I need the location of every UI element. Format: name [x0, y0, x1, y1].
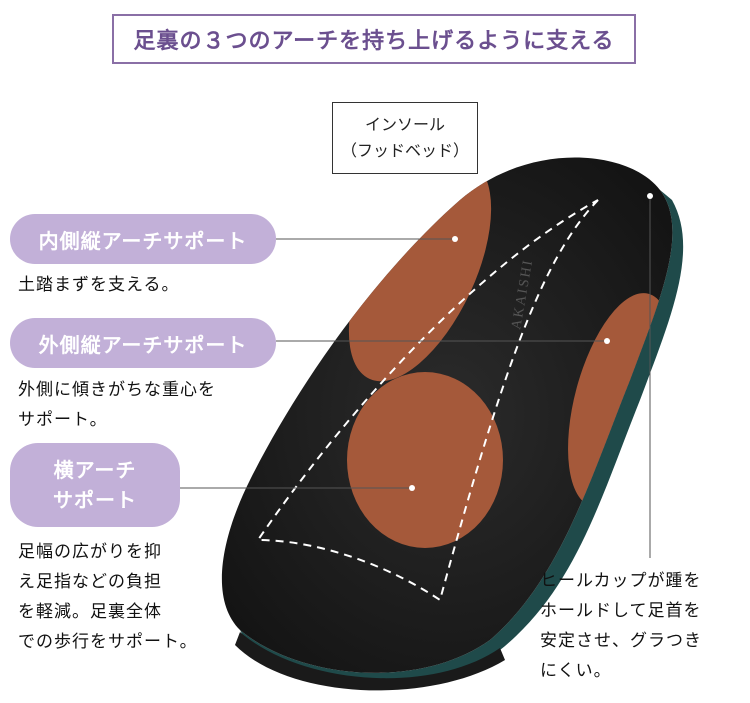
medial-arch-pad	[348, 158, 492, 382]
insole-label-line1: インソール	[364, 115, 445, 134]
sole-bottom	[235, 632, 505, 691]
heel-desc-line2: ホールドして足首を	[540, 601, 702, 621]
transverse-arch-desc: 足幅の広がりを抑 え足指などの負担 を軽減。足裏全体 での歩行をサポート。	[18, 537, 198, 657]
insole-label: インソール （フッドベッド）	[332, 102, 478, 174]
transverse-label-line2: サポート	[53, 488, 137, 512]
lateral-desc-line1: 外側に傾きがちな重心を	[18, 380, 216, 400]
transverse-label-line1: 横アーチ	[53, 458, 137, 482]
heel-desc-line4: にくい。	[540, 661, 612, 681]
transverse-desc-line4: での歩行をサポート。	[18, 632, 198, 652]
sole-edge	[240, 190, 684, 683]
lateral-desc-line2: サポート。	[18, 410, 108, 430]
insole-label-line2: （フッドベッド）	[340, 141, 469, 160]
heel-desc-line1: ヒールカップが踵を	[540, 571, 702, 591]
transverse-desc-line3: を軽減。足裏全体	[18, 602, 162, 622]
heel-cup-desc: ヒールカップが踵を ホールドして足首を 安定させ、グラつき にくい。	[540, 566, 702, 686]
transverse-arch-pad	[347, 372, 503, 548]
support-outline	[256, 199, 599, 602]
transverse-arch-label: 横アーチ サポート	[10, 443, 180, 527]
page-title: 足裏の３つのアーチを持ち上げるように支える	[112, 14, 636, 64]
medial-arch-label: 内側縦アーチサポート	[10, 214, 276, 264]
heel-desc-line3: 安定させ、グラつき	[540, 631, 702, 651]
medial-arch-desc: 土踏まずを支える。	[18, 275, 180, 295]
lateral-arch-label: 外側縦アーチサポート	[10, 318, 276, 368]
transverse-desc-line2: え足指などの負担	[18, 572, 162, 592]
lateral-arch-desc: 外側に傾きがちな重心を サポート。	[18, 375, 216, 435]
transverse-desc-line1: 足幅の広がりを抑	[18, 542, 162, 562]
